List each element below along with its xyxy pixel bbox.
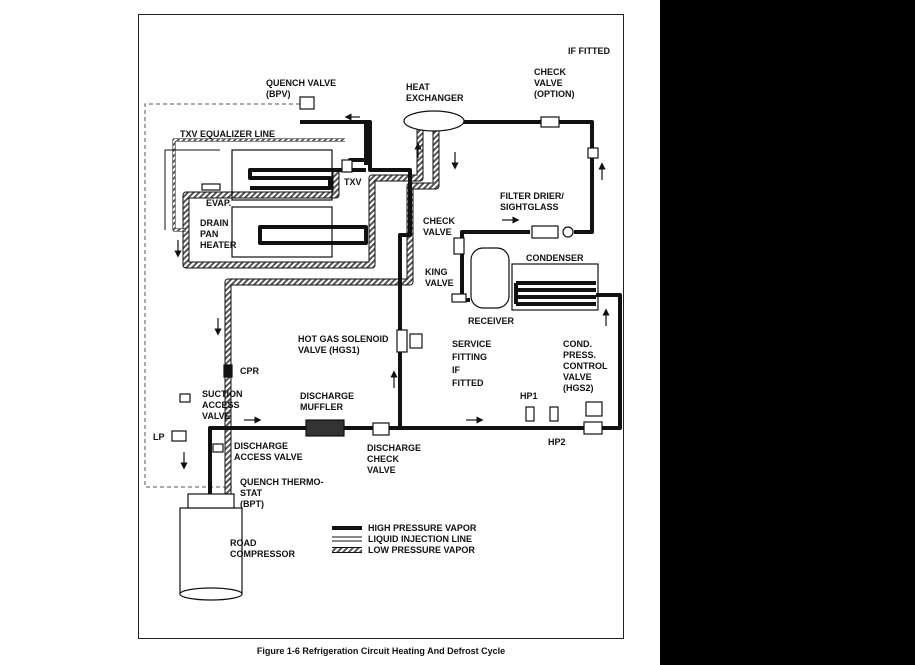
dashed-control-line <box>144 103 300 488</box>
quench-thermostat-label: QUENCH THERMO- STAT (BPT) <box>240 477 324 509</box>
quench-valve <box>299 96 315 110</box>
flow-arrows <box>174 113 610 470</box>
check-valve-option <box>540 116 560 128</box>
discharge-muffler <box>305 419 345 437</box>
evaporator <box>231 149 333 201</box>
check-valve <box>453 237 465 255</box>
components <box>171 96 603 601</box>
hgs2-valve <box>583 421 603 435</box>
heat-exchanger-label: HEAT EXCHANGER <box>406 82 464 103</box>
discharge-check-valve <box>372 422 390 436</box>
receiver-label: RECEIVER <box>468 316 515 326</box>
evap-fitting <box>201 183 221 191</box>
cpr-valve <box>223 364 233 378</box>
high-pressure-lines <box>208 120 622 495</box>
quench-valve-label: QUENCH VALVE (BPV) <box>266 78 337 99</box>
diagram-frame <box>138 14 624 639</box>
legend-low-pressure: LOW PRESSURE VAPOR <box>368 545 475 555</box>
drain-pan-heater-label: DRAIN PAN HEATER <box>200 218 237 250</box>
hgs2-coil <box>585 401 603 417</box>
hp1-switch <box>525 406 535 422</box>
legend-swatches <box>332 526 362 553</box>
king-valve-label: KING VALVE <box>425 267 454 288</box>
receiver <box>470 247 510 309</box>
hp1-label: HP1 <box>520 391 538 401</box>
if-fitted-valve <box>587 147 599 159</box>
check-valve-option-label: CHECK VALVE (OPTION) <box>534 67 575 99</box>
suction-access-label: SUCTION ACCESS VALVE <box>202 389 243 421</box>
document-page: IF FITTED CHECK VALVE (OPTION) QUENCH VA… <box>0 0 660 665</box>
compressor-body <box>179 507 243 595</box>
heat-exchanger <box>403 110 465 132</box>
condenser-label: CONDENSER <box>526 253 584 263</box>
service-fitting-label: SERVICE FITTING IF FITTED <box>452 339 492 388</box>
suction-access-fitting <box>179 393 191 403</box>
refrigeration-diagram <box>144 96 622 601</box>
compressor-base <box>179 587 243 601</box>
hot-gas-solenoid-valve <box>396 329 408 353</box>
txv-valve <box>341 159 353 173</box>
filter-drier-label: FILTER DRIER/ SIGHTGLASS <box>500 191 564 212</box>
cpr-label: CPR <box>240 366 260 376</box>
txv-label: TXV <box>344 177 362 187</box>
discharge-check-label: DISCHARGE CHECK VALVE <box>367 443 422 475</box>
king-valve <box>451 293 467 303</box>
legend-high-pressure: HIGH PRESSURE VAPOR <box>368 523 477 533</box>
drain-pan-heater <box>231 206 333 258</box>
lp-switch <box>171 430 187 442</box>
condenser-box <box>511 263 599 311</box>
txv-equalizer-label: TXV EQUALIZER LINE <box>180 129 276 139</box>
evap-label: EVAP. <box>206 198 232 208</box>
sightglass <box>562 226 574 238</box>
filter-drier <box>531 225 559 239</box>
hp-switch-2 <box>549 406 559 422</box>
hot-gas-solenoid-label: HOT GAS SOLENOID VALVE (HGS1) <box>298 334 389 355</box>
liquid-injection-line <box>164 149 220 230</box>
discharge-access-fitting <box>212 443 224 453</box>
lp-label: LP <box>153 432 165 442</box>
check-valve-label: CHECK VALVE <box>423 216 456 237</box>
hp2-label: HP2 <box>548 437 566 447</box>
hgs1-coil <box>409 333 423 349</box>
discharge-access-label: DISCHARGE ACCESS VALVE <box>234 441 303 462</box>
discharge-muffler-label: DISCHARGE MUFFLER <box>300 391 355 412</box>
if-fitted-label: IF FITTED <box>568 46 610 56</box>
legend-liquid-injection: LIQUID INJECTION LINE <box>368 534 473 544</box>
road-compressor-label: ROAD COMPRESSOR <box>230 538 296 559</box>
figure-caption: Figure 1-6 Refrigeration Circuit Heating… <box>256 646 506 656</box>
compressor-head <box>187 493 235 509</box>
cond-press-control-label: COND. PRESS. CONTROL VALVE (HGS2) <box>563 339 608 393</box>
